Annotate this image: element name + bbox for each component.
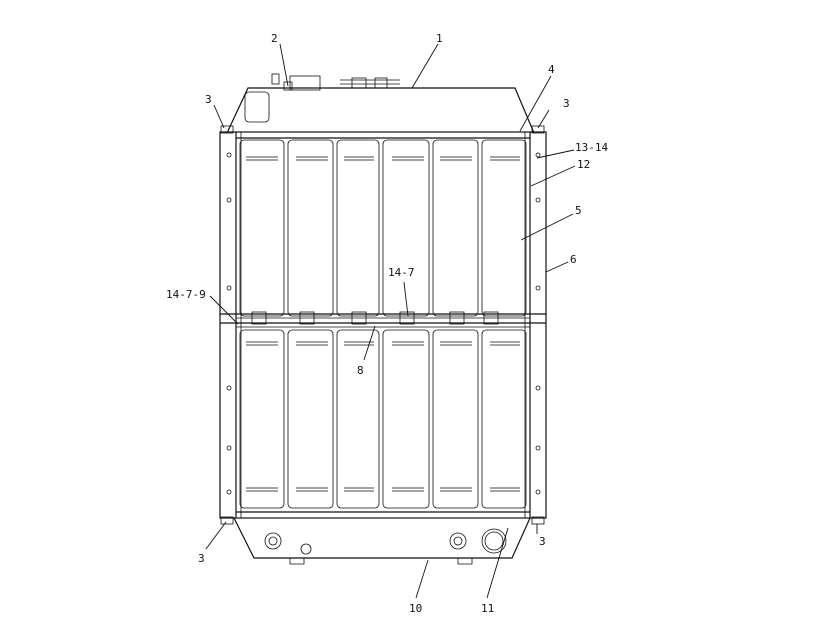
radiator-frame [219,125,547,525]
callout-1: 1 [436,32,443,45]
leader-lines [205,43,576,599]
callout-12: 12 [577,158,590,171]
bottom-tank [233,517,531,565]
core-sections-lower [239,329,527,509]
callout-4: 4 [548,63,555,76]
callout-13-14: 13-14 [575,141,608,154]
callout-14-7: 14-7 [388,266,415,279]
middle-tube-plate [220,311,546,328]
callout-11: 11 [481,602,494,615]
callout-3-bottom-left: 3 [198,552,205,565]
top-tank [226,73,535,134]
callout-8: 8 [357,364,364,377]
callout-labels: 1 2 3 3 4 13-14 12 5 6 14-7-9 14-7 8 3 3… [166,32,608,615]
callout-5: 5 [575,204,582,217]
callout-3-bottom-right: 3 [539,535,546,548]
callout-3-top-left: 3 [205,93,212,106]
fin-hatching [246,156,520,492]
callout-3-top-right: 3 [563,97,570,110]
callout-6: 6 [570,253,577,266]
callout-14-7-9: 14-7-9 [166,288,206,301]
callout-10: 10 [409,602,422,615]
core-sections-upper [239,139,527,317]
callout-2: 2 [271,32,278,45]
